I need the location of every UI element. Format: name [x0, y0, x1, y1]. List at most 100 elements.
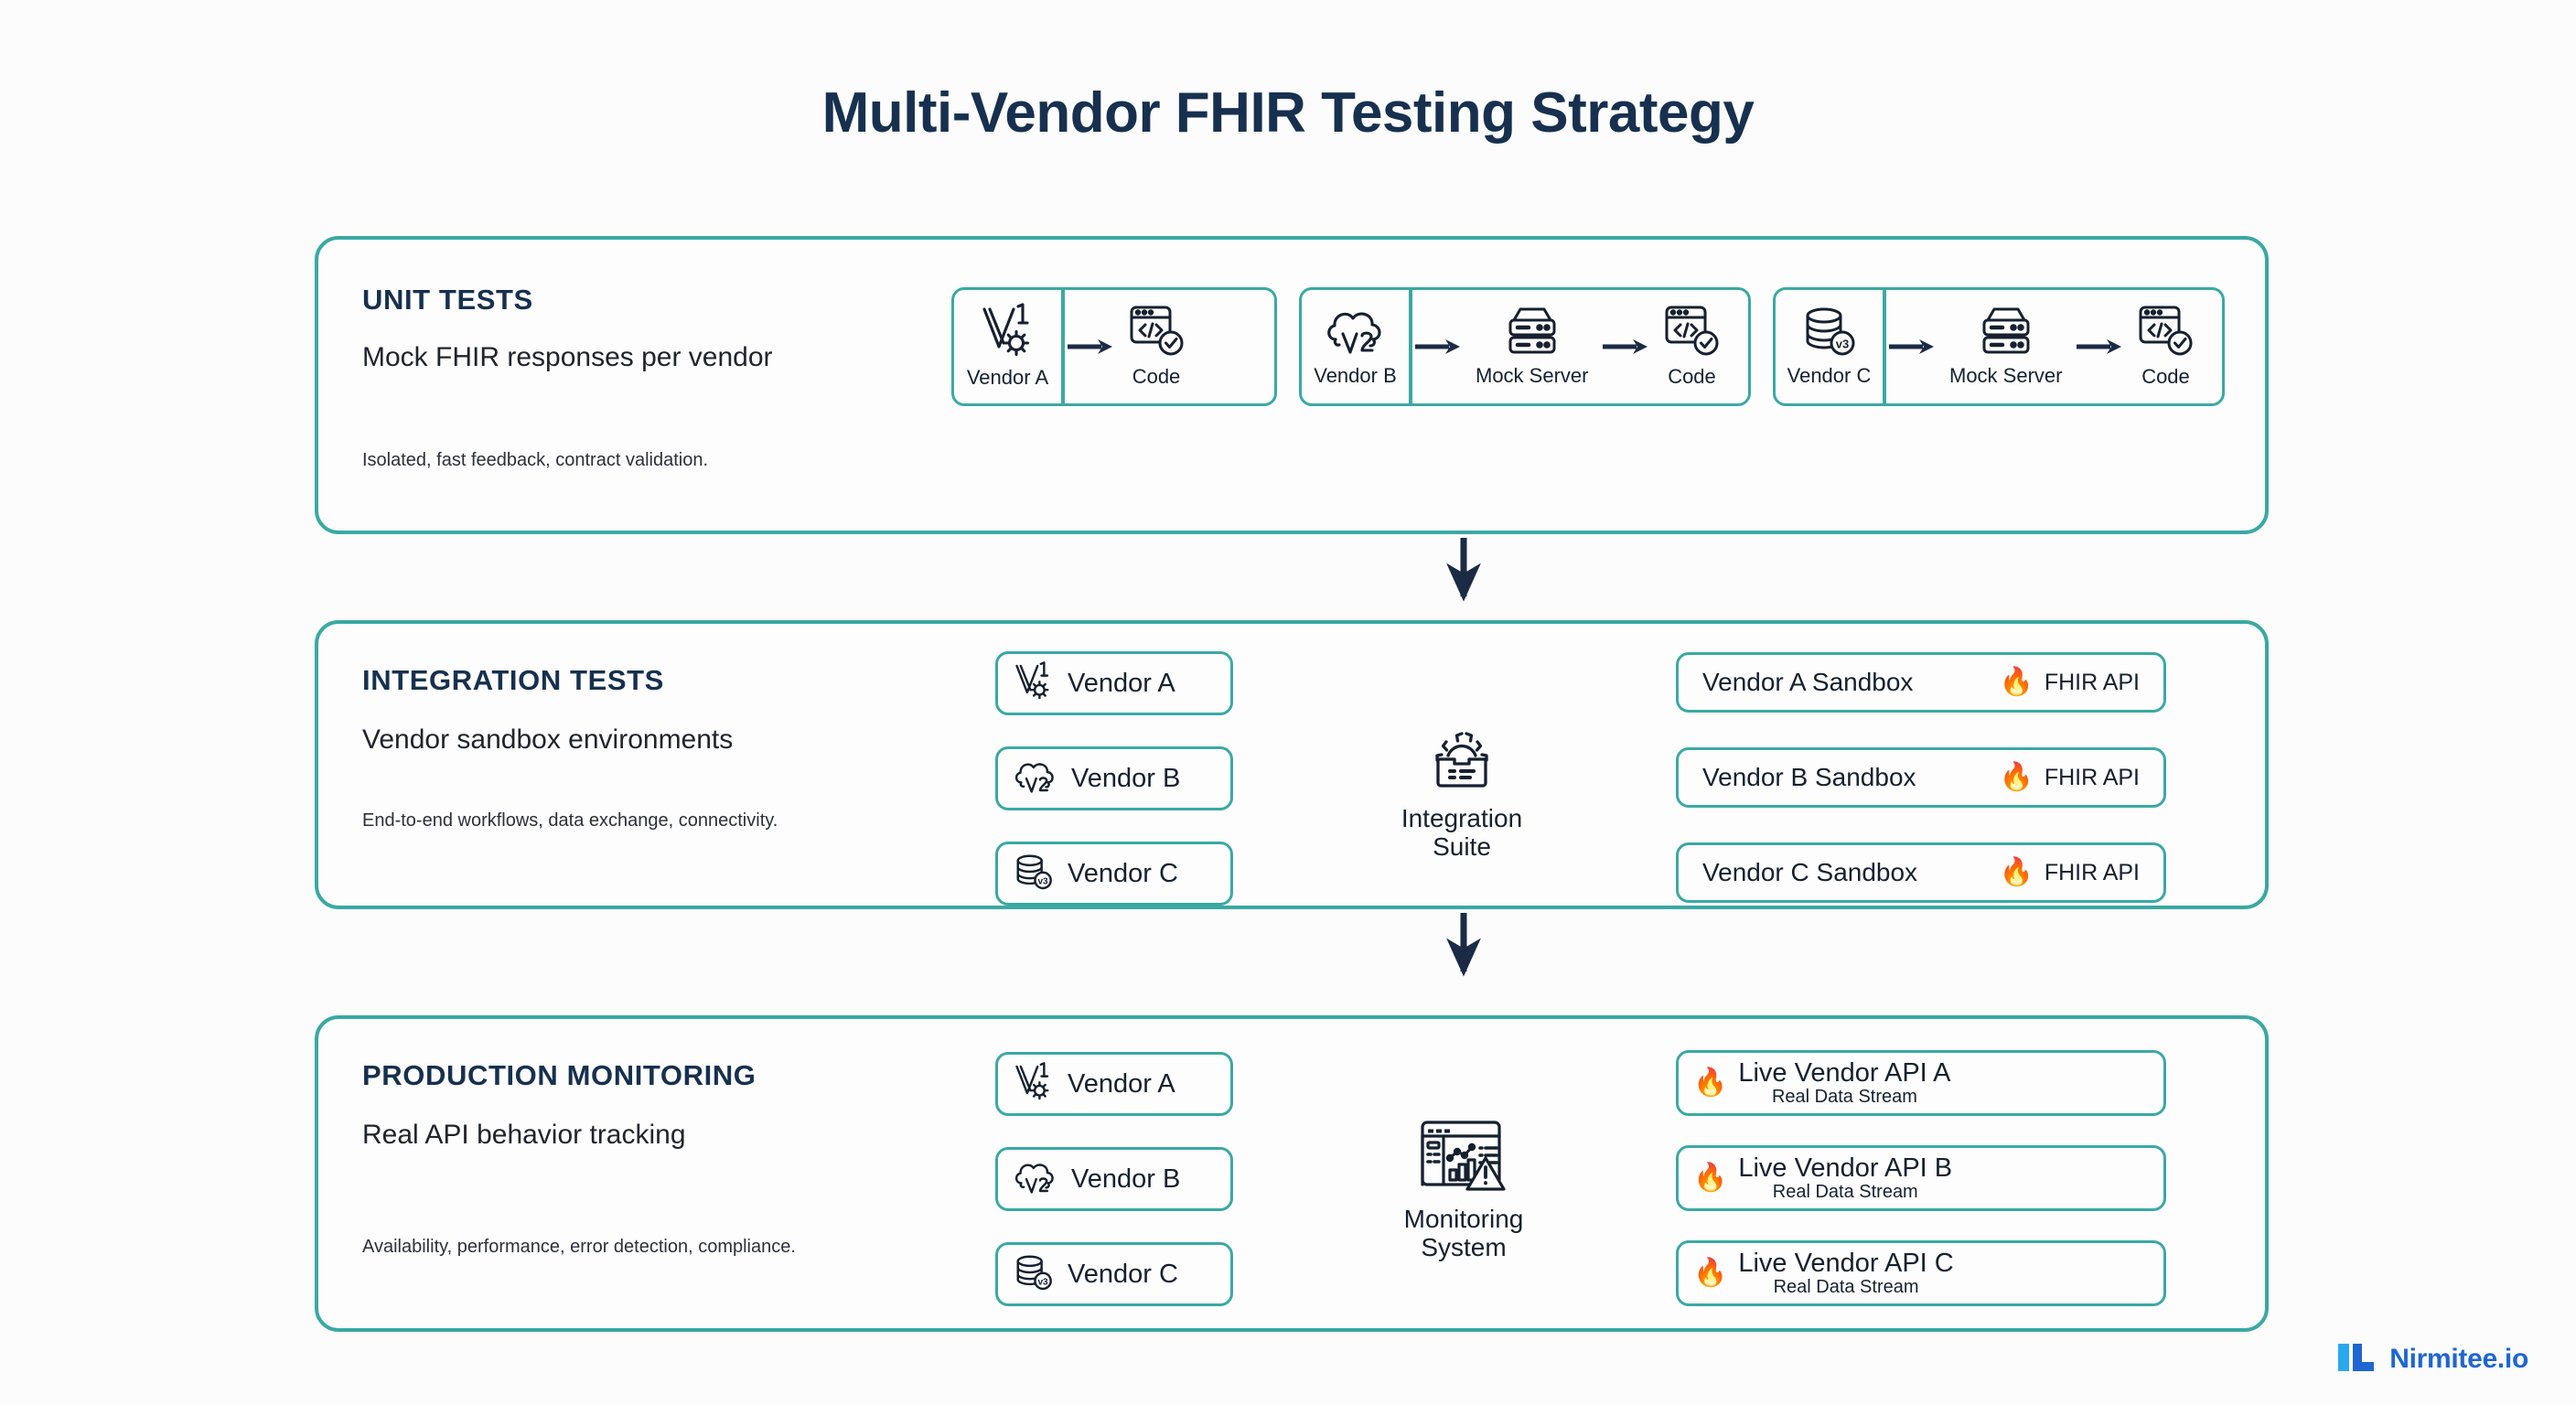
step-label: Code	[1668, 364, 1716, 388]
vendor-label: Vendor B	[1314, 363, 1397, 387]
fire-icon: 🔥	[1999, 667, 2034, 697]
fhir-api-tag: 🔥 FHIR API	[1999, 764, 2140, 791]
section-label: INTEGRATION TESTS	[362, 664, 664, 696]
footer-brand-name: Nirmitee.io	[2389, 1343, 2528, 1374]
vendor-label: Vendor C	[1787, 363, 1872, 387]
step-cell[interactable]: Mock Server	[1938, 290, 2073, 403]
server-icon	[1977, 305, 2035, 362]
live-api-box-c[interactable]: 🔥 Live Vendor API C Real Data Stream	[1676, 1240, 2166, 1306]
fhir-api-label: FHIR API	[2044, 764, 2140, 790]
vendor-label: Vendor A	[1068, 668, 1175, 698]
vendor-chip-b-integration[interactable]: Vendor B	[995, 746, 1233, 810]
step-cell[interactable]: Code	[1652, 290, 1731, 403]
fire-icon: 🔥	[1693, 1067, 1728, 1098]
flow-arrow-icon	[1599, 290, 1652, 403]
v1-gear-icon	[1013, 1061, 1055, 1107]
vendor-cell[interactable]: Vendor B	[1302, 290, 1411, 403]
vendor-cell[interactable]: Vendor A	[954, 290, 1064, 403]
svg-text:v3: v3	[1037, 876, 1048, 886]
live-api-title: Live Vendor API A	[1738, 1058, 1951, 1089]
cloud-v2-icon	[1013, 1158, 1058, 1201]
live-api-box-a[interactable]: 🔥 Live Vendor API A Real Data Stream	[1676, 1050, 2166, 1116]
vendor-label: Vendor A	[1068, 1068, 1175, 1099]
live-api-box-b[interactable]: 🔥 Live Vendor API B Real Data Stream	[1676, 1145, 2166, 1211]
integration-suite-icon	[1420, 724, 1504, 800]
footer-brand[interactable]: Nirmitee.io	[2336, 1338, 2528, 1379]
vendor-chip-c-production[interactable]: v3 Vendor C	[995, 1242, 1233, 1306]
flow-arrow-icon	[1064, 290, 1117, 403]
step-label: Mock Server	[1949, 363, 2063, 387]
server-icon	[1503, 305, 1562, 362]
step-cell[interactable]: Mock Server	[1465, 290, 1599, 403]
live-api-subtitle: Real Data Stream	[1772, 1181, 1918, 1202]
vendor-label: Vendor B	[1071, 763, 1181, 793]
sandbox-name: Vendor B Sandbox	[1702, 763, 1916, 791]
step-cell[interactable]: Code	[1117, 290, 1196, 403]
sandbox-box-a[interactable]: Vendor A Sandbox 🔥 FHIR API	[1676, 652, 2166, 713]
flow-arrow-icon	[1411, 290, 1465, 403]
step-cell[interactable]: Code	[2126, 290, 2205, 403]
live-api-text: Live Vendor API A Real Data Stream	[1738, 1059, 1950, 1106]
section-footnote: Isolated, fast feedback, contract valida…	[362, 450, 708, 470]
live-api-subtitle: Real Data Stream	[1773, 1276, 1919, 1297]
flow-arrow-icon	[1885, 290, 1938, 403]
vendor-chip-b-production[interactable]: Vendor B	[995, 1147, 1233, 1211]
fhir-api-tag: 🔥 FHIR API	[1999, 669, 2140, 696]
vendor-label: Vendor A	[966, 365, 1049, 389]
fire-icon: 🔥	[1693, 1258, 1728, 1288]
live-api-title: Live Vendor API C	[1738, 1249, 1954, 1279]
page-title: Multi-Vendor FHIR Testing Strategy	[821, 81, 1755, 145]
vendor-label: Vendor B	[1071, 1164, 1181, 1194]
database-v3-icon: v3	[1013, 853, 1055, 896]
vendor-chip-c-integration[interactable]: v3 Vendor C	[995, 842, 1233, 906]
database-v3-icon: v3	[1013, 1253, 1055, 1296]
fire-icon: 🔥	[1999, 762, 2034, 792]
unit-test-group-vendor-a[interactable]: Vendor A Code	[951, 287, 1277, 406]
code-check-icon	[1128, 304, 1185, 363]
unit-test-group-vendor-b[interactable]: Vendor B Mock Server	[1299, 287, 1751, 406]
section-label: PRODUCTION MONITORING	[362, 1059, 757, 1091]
cloud-v2-icon	[1324, 305, 1388, 362]
section-subtitle: Real API behavior tracking	[362, 1120, 686, 1150]
vendor-chip-a-production[interactable]: Vendor A	[995, 1052, 1233, 1116]
section-subtitle: Mock FHIR responses per vendor	[362, 342, 773, 372]
database-v3-icon: v3	[1800, 305, 1859, 362]
sandbox-name: Vendor C Sandbox	[1702, 858, 1918, 886]
step-label: Code	[2141, 364, 2190, 388]
vendor-label: Vendor C	[1068, 1259, 1178, 1289]
sandbox-name: Vendor A Sandbox	[1702, 668, 1914, 696]
section-footnote: Availability, performance, error detecti…	[362, 1237, 796, 1257]
section-footnote: End-to-end workflows, data exchange, con…	[362, 810, 778, 831]
live-api-text: Live Vendor API B Real Data Stream	[1738, 1154, 1952, 1201]
section-subtitle: Vendor sandbox environments	[362, 724, 734, 755]
unit-test-group-vendor-c[interactable]: v3 Vendor C Mock Serve	[1773, 287, 2225, 406]
vendor-chip-a-integration[interactable]: Vendor A	[995, 651, 1233, 715]
vendor-cell[interactable]: v3 Vendor C	[1776, 290, 1885, 403]
svg-text:v3: v3	[1037, 1277, 1048, 1287]
fhir-api-label: FHIR API	[2044, 669, 2140, 695]
cloud-v2-icon	[1013, 757, 1058, 800]
step-label: Code	[1132, 364, 1181, 388]
code-check-icon	[1663, 304, 1720, 363]
v1-gear-icon	[1013, 660, 1055, 706]
monitoring-dashboard-icon	[1418, 1118, 1509, 1201]
fire-icon: 🔥	[1693, 1163, 1728, 1193]
v1-gear-icon	[979, 302, 1037, 364]
live-api-text: Live Vendor API C Real Data Stream	[1738, 1249, 1953, 1296]
section-label: UNIT TESTS	[362, 284, 533, 316]
code-check-icon	[2137, 304, 2194, 363]
sandbox-box-c[interactable]: Vendor C Sandbox 🔥 FHIR API	[1676, 842, 2166, 903]
fhir-api-tag: 🔥 FHIR API	[1999, 859, 2140, 886]
fhir-api-label: FHIR API	[2044, 859, 2140, 885]
fire-icon: 🔥	[1999, 857, 2034, 887]
live-api-subtitle: Real Data Stream	[1771, 1086, 1917, 1107]
vendor-label: Vendor C	[1068, 858, 1178, 888]
step-label: Mock Server	[1476, 363, 1589, 387]
nirmitee-logo-icon	[2336, 1338, 2377, 1379]
sandbox-box-b[interactable]: Vendor B Sandbox 🔥 FHIR API	[1676, 747, 2166, 808]
